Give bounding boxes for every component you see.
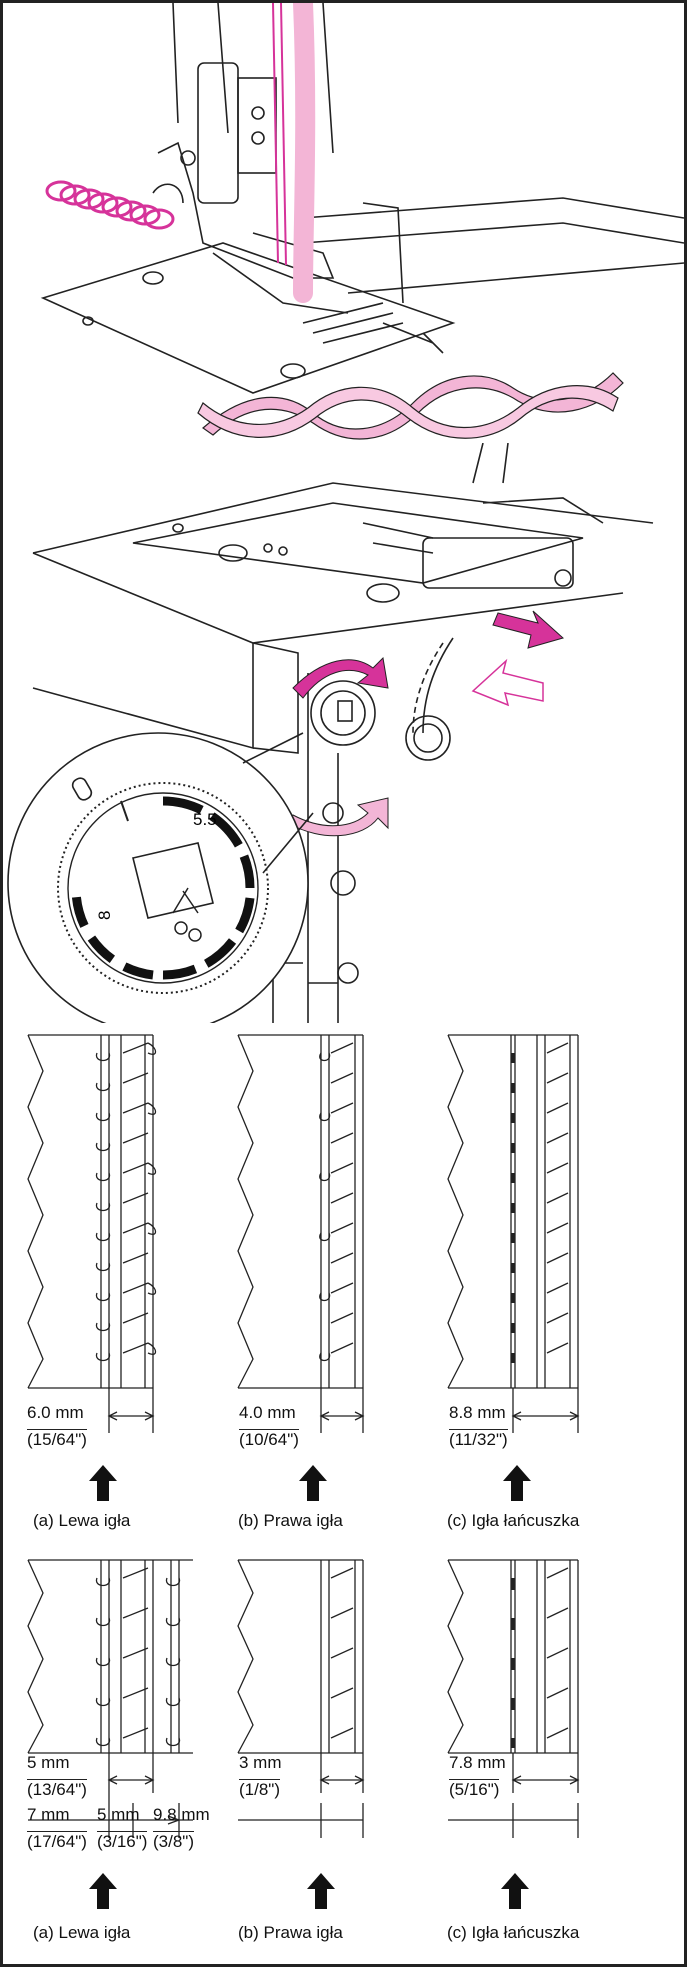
up-arrow-icon: [89, 1873, 117, 1909]
r2a-measure: 5 mm: [27, 1753, 70, 1772]
r1b-caption: (b) Prawa igła: [238, 1511, 343, 1530]
up-arrow-icon: [299, 1465, 327, 1501]
r2b-measure: 3 mm: [239, 1753, 282, 1772]
stitch-row-1: [27, 1034, 580, 1433]
r2a-measure3: 5 mm: [97, 1805, 140, 1824]
row2-arrows: [89, 1873, 529, 1909]
up-arrow-icon: [89, 1465, 117, 1501]
up-arrow-icon: [307, 1873, 335, 1909]
dial-mark-bottom: 8: [95, 911, 114, 920]
presser-foot-cord-illustration: [40, 3, 684, 440]
dial-mark-top: 5.5: [193, 810, 217, 829]
r2a-measure4: 9.8 mm: [153, 1805, 210, 1824]
dial-adjustment-illustration: 5.5 8: [7, 443, 654, 1023]
r2b-inch: (1/8"): [239, 1779, 280, 1799]
r2a-inch: (13/64"): [27, 1779, 87, 1799]
r1c-measure: 8.8 mm: [449, 1403, 506, 1422]
r2a-caption: (a) Lewa igła: [33, 1923, 131, 1942]
r2c-measure: 7.8 mm: [449, 1753, 506, 1772]
r1c-inch: (11/32"): [449, 1429, 508, 1449]
r1a-measure: 6.0 mm: [27, 1403, 84, 1422]
up-arrow-icon: [501, 1873, 529, 1909]
r2c-inch: (5/16"): [449, 1779, 500, 1799]
r1a-inch: (15/64"): [27, 1429, 87, 1449]
r2c-caption: (c) Igła łańcuszka: [447, 1923, 580, 1942]
r2a-measure2: 7 mm: [27, 1805, 70, 1824]
magnified-dial: 5.5 8: [7, 732, 314, 1023]
r2a-inch4: (3/8"): [153, 1831, 194, 1851]
up-arrow-icon: [503, 1465, 531, 1501]
r1b-measure: 4.0 mm: [239, 1403, 296, 1422]
stitch-row-2: [27, 1559, 580, 1838]
r2a-inch3: (3/16"): [97, 1831, 148, 1851]
row1-arrows: [89, 1465, 531, 1501]
r1b-inch: (10/64"): [239, 1429, 299, 1449]
r1c-caption: (c) Igła łańcuszka: [447, 1511, 580, 1530]
r1a-caption: (a) Lewa igła: [33, 1511, 131, 1530]
r2a-inch2: (17/64"): [27, 1831, 87, 1851]
r2b-caption: (b) Prawa igła: [238, 1923, 343, 1942]
